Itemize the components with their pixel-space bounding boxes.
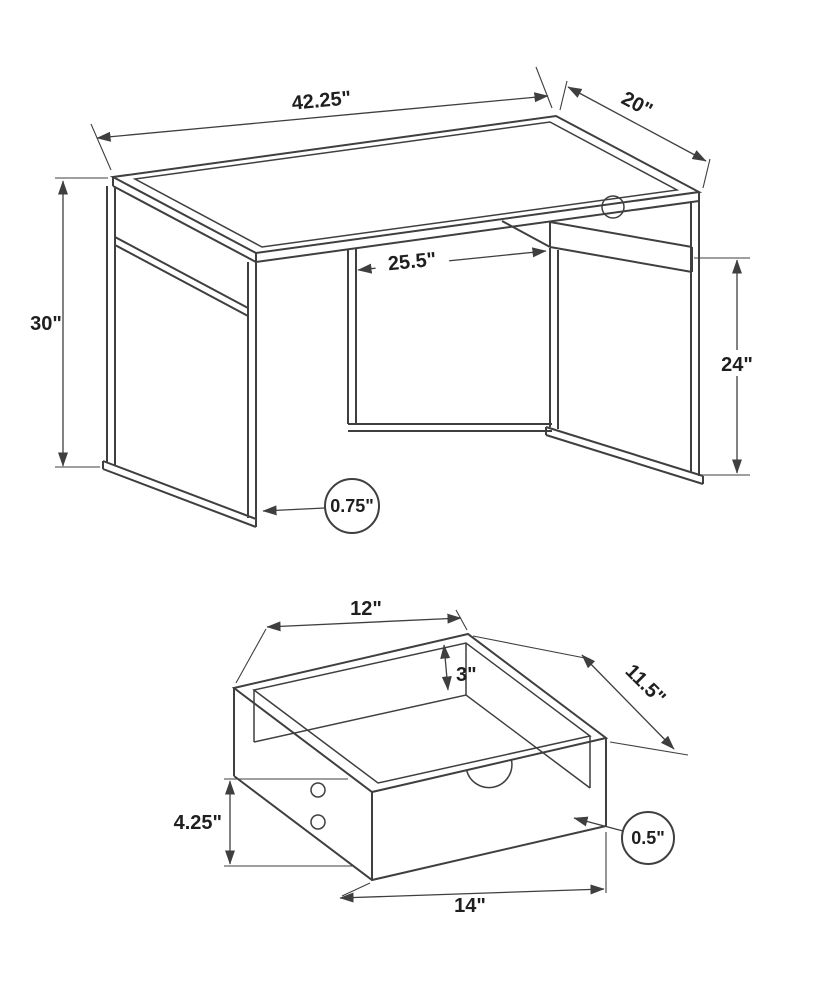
drawer-top-width-label: 12" [350, 598, 382, 620]
desk-height-label: 30" [30, 313, 62, 335]
drawer-panel-thickness-callout [621, 811, 675, 865]
drawer-handle-notch [465, 759, 513, 789]
desk-width-label: 42.25" [291, 87, 352, 114]
drawer-exterior-edges [233, 688, 607, 882]
desk-depth-dim-line [567, 86, 707, 162]
drawer-inner-rim [252, 642, 592, 784]
desk-frame-thickness-callout [324, 478, 380, 534]
desk-figure: 42.25" 20" 30" 25.5" 24" 0.75" [30, 66, 763, 534]
desk-width-dim-line [96, 92, 549, 142]
desk-frame-thickness-leader [262, 505, 326, 516]
desk-drawer-knob [601, 195, 625, 219]
drawer-outer-rim [231, 632, 609, 794]
drawer-interior-edges [253, 643, 591, 789]
desk-frame-thickness-label: 0.75" [330, 496, 374, 516]
drawer-panel-thickness-leader [573, 816, 624, 832]
desk-knee-height-label: 24" [721, 354, 753, 376]
drawer-front-width-label: 14" [454, 895, 486, 917]
drawer-panel-thickness-label: 0.5" [631, 828, 665, 848]
desk-knee-height-label-bg [711, 350, 763, 376]
desk-knee-width-label: 25.5" [387, 249, 437, 276]
drawer-inner-depth-dim-line [440, 644, 452, 691]
desk-top-outline [109, 114, 703, 264]
desk-frame-outline [102, 186, 704, 528]
desk-drawer-outline [501, 220, 693, 273]
drawer-front-height-label: 4.25" [174, 812, 222, 834]
desk-knee-width-label-bg [373, 243, 450, 276]
drawer-screw-hole-top [310, 782, 326, 798]
drawer-top-width-dim-line [266, 613, 462, 632]
drawer-figure: 12" 3" 11.5" 4.25" 0.5" 14" [174, 598, 689, 917]
desk-extension-lines [55, 66, 750, 476]
drawer-front-width-dim-line [339, 884, 605, 903]
desk-top-inner-panel [132, 121, 680, 248]
drawer-side-depth-dim-line [581, 654, 675, 750]
drawer-screw-hole-bottom [310, 814, 326, 830]
drawer-extension-lines [224, 609, 689, 897]
drawer-inner-depth-label: 3" [456, 664, 477, 686]
